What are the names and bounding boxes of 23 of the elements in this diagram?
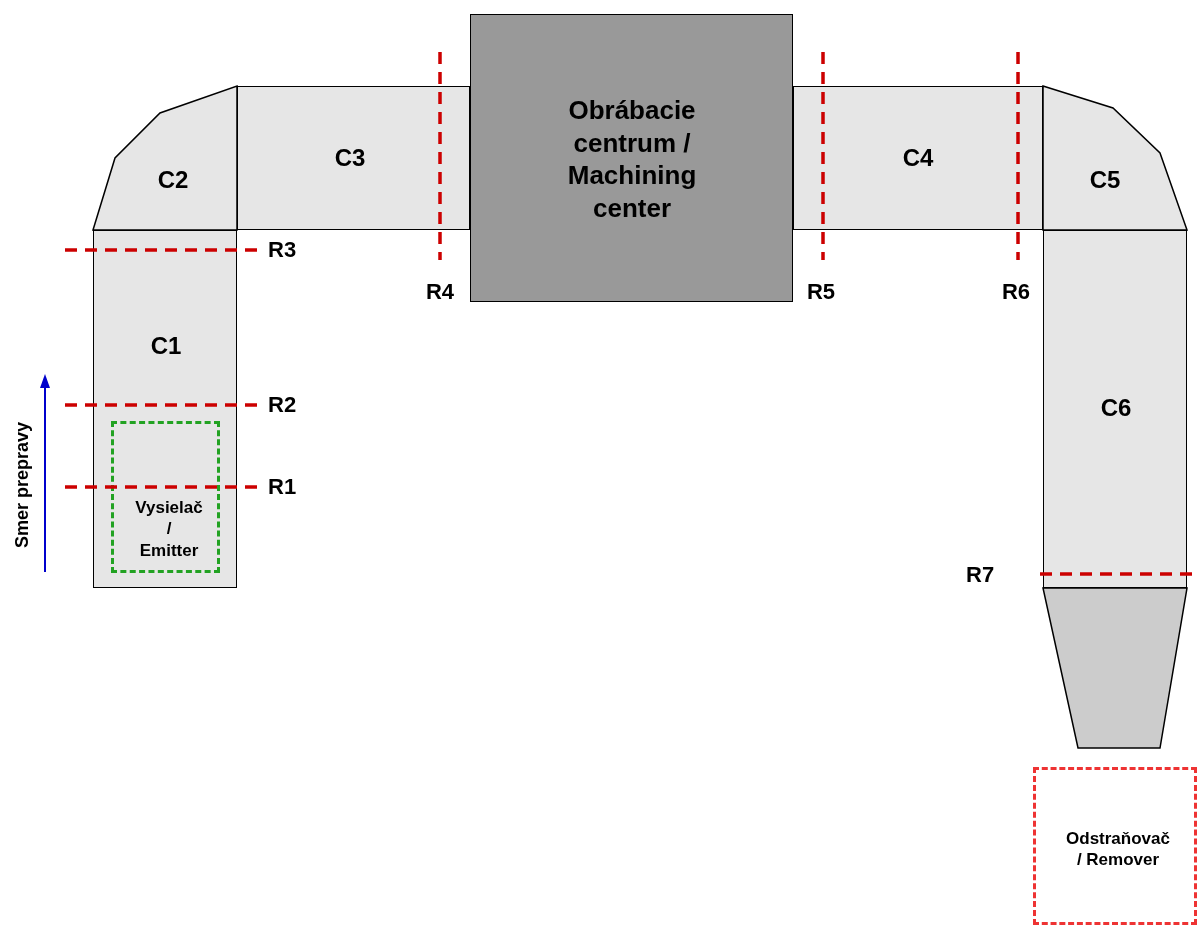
remover-zone	[1033, 767, 1197, 925]
node-label: C2	[157, 165, 189, 195]
emitter-zone	[111, 421, 220, 573]
node-label: Obrábacie centrum / Machining center	[566, 94, 698, 224]
conveyor-segment	[793, 86, 1043, 230]
conveyor-segment	[237, 86, 470, 230]
node-label: C6	[1100, 393, 1132, 423]
node-label: C3	[334, 143, 366, 173]
sensor-label: R6	[1001, 279, 1031, 305]
sensor-label: R4	[425, 279, 455, 305]
sensor-label: R1	[268, 474, 297, 500]
node-label: C4	[902, 143, 934, 173]
sensor-label: R5	[806, 279, 836, 305]
sensor-label: R2	[268, 392, 297, 418]
direction-label: Smer prepravy	[11, 421, 33, 549]
node-label: C5	[1089, 165, 1121, 195]
node-label: Vysielač / Emitter	[135, 497, 203, 561]
node-label: C1	[150, 331, 182, 361]
sensor-label: R7	[966, 562, 995, 588]
funnel-chute	[1043, 588, 1187, 748]
machine-block	[470, 14, 793, 302]
sensor-label: R3	[268, 237, 297, 263]
node-label: Odstraňovač / Remover	[1066, 827, 1170, 871]
